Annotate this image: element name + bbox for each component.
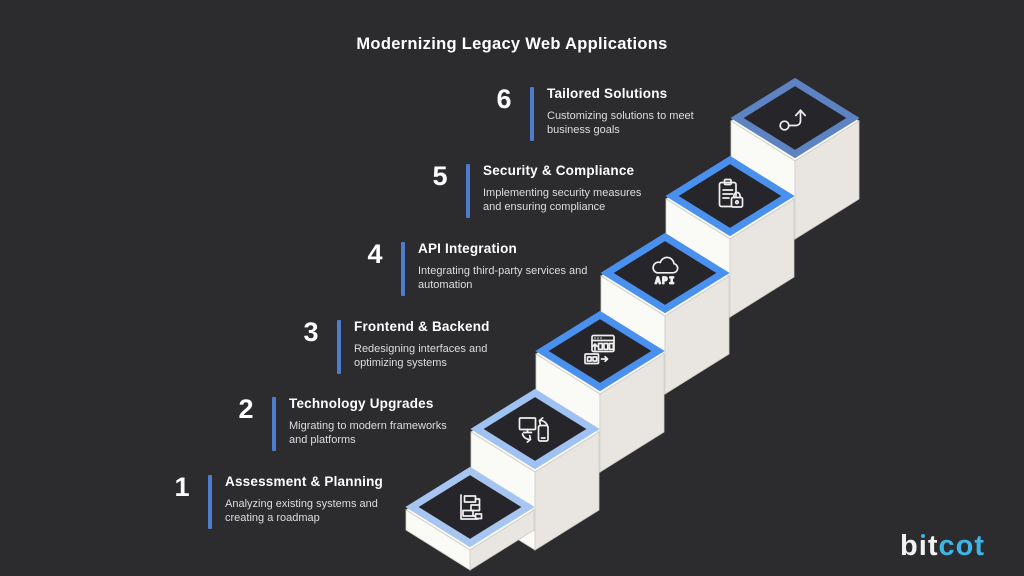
step-description: Implementing security measures and ensur… <box>483 186 642 214</box>
gantt-chart-icon <box>460 494 483 520</box>
browser-windows-icon <box>584 334 615 365</box>
clipboard-lock-icon <box>718 178 744 208</box>
step-number: 1 <box>174 472 190 502</box>
step-platform-2 <box>470 388 600 551</box>
step-description: Redesigning interfaces and optimizing sy… <box>354 342 488 370</box>
step-platform-5 <box>665 155 795 318</box>
step-title: API Integration <box>418 241 518 256</box>
step-platform-3 <box>535 310 665 473</box>
step-description: Integrating third-party services and aut… <box>418 264 588 292</box>
growth-arrow-icon <box>779 109 807 131</box>
step-number: 2 <box>238 394 254 424</box>
step-item-4: 4 API Integration Integrating third-part… <box>361 239 594 296</box>
step-title: Assessment & Planning <box>225 474 383 489</box>
step-description: Analyzing existing systems and creating … <box>225 497 378 525</box>
step-divider-bar <box>530 87 534 141</box>
step-title: Frontend & Backend <box>354 319 490 334</box>
step-number: 3 <box>303 317 319 347</box>
api-icon-label: API <box>655 277 676 287</box>
page-title: Modernizing Legacy Web Applications <box>356 35 668 53</box>
step-divider-bar <box>208 475 212 529</box>
logo-text-cot: cot <box>938 530 985 562</box>
cloud-api-icon: API <box>652 256 679 287</box>
step-item-1: 1 Assessment & Planning Analyzing existi… <box>168 472 401 529</box>
step-number: 4 <box>367 239 383 269</box>
step-title: Security & Compliance <box>483 163 635 178</box>
step-divider-bar <box>272 397 276 451</box>
step-title: Tailored Solutions <box>547 86 668 101</box>
step-platform-1 <box>405 466 535 571</box>
step-item-5: 5 Security & Compliance Implementing sec… <box>426 161 659 218</box>
device-sync-icon <box>518 417 549 443</box>
step-description: Migrating to modern frameworks and platf… <box>289 419 447 447</box>
step-title: Technology Upgrades <box>289 396 434 411</box>
step-item-6: 6 Tailored Solutions Customizing solutio… <box>490 84 723 141</box>
step-divider-bar <box>401 242 405 296</box>
step-description: Customizing solutions to meet business g… <box>547 109 694 137</box>
step-item-3: 3 Frontend & Backend Redesigning interfa… <box>297 317 530 374</box>
step-divider-bar <box>466 164 470 218</box>
step-item-2: 2 Technology Upgrades Migrating to moder… <box>232 394 465 451</box>
step-number: 6 <box>496 84 512 114</box>
step-number: 5 <box>432 161 448 191</box>
step-divider-bar <box>337 320 341 374</box>
logo-i-dot <box>921 534 926 538</box>
